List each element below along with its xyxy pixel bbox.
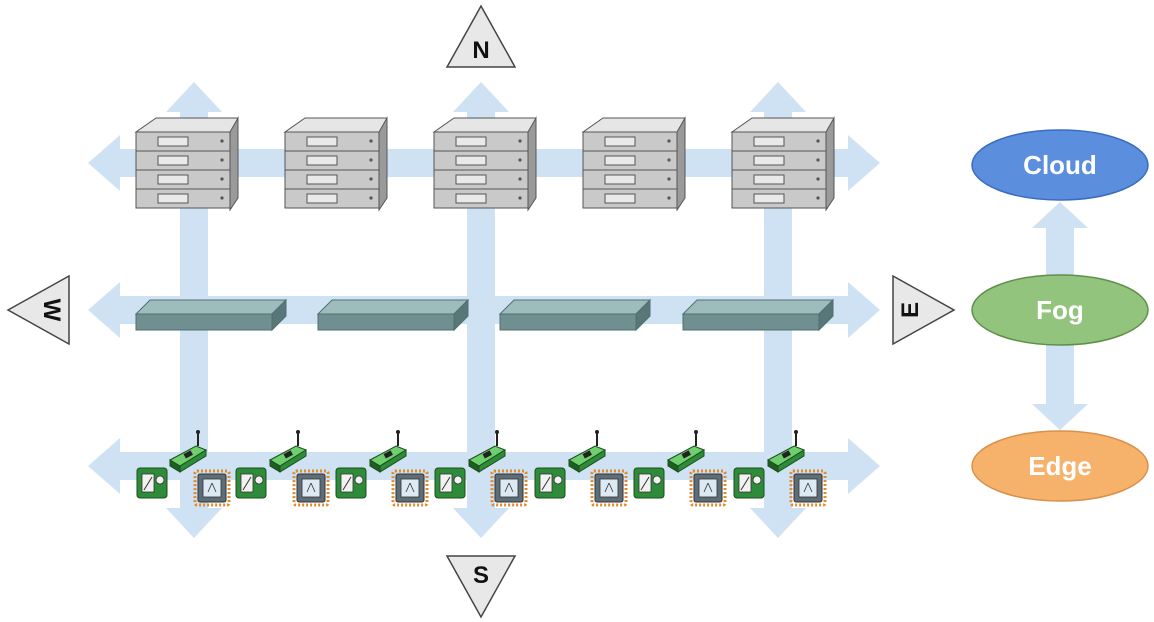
microcontroller-chip-icon — [391, 469, 429, 507]
compass-north: N — [445, 4, 517, 68]
microcontroller-board-icon — [633, 467, 665, 499]
compass-east-label: E — [897, 302, 924, 318]
cloud-layer-label: Cloud — [1023, 150, 1097, 180]
compass-south: S — [445, 555, 517, 619]
server-rack-icon — [731, 117, 835, 211]
microcontroller-board-icon — [733, 467, 765, 499]
microcontroller-chip-icon — [193, 469, 231, 507]
microcontroller-chip-icon — [292, 469, 330, 507]
microcontroller-board-icon — [534, 467, 566, 499]
cloud-layer-ellipse — [971, 129, 1149, 201]
microcontroller-chip-icon — [590, 469, 628, 507]
edge-layer-label: Edge — [1028, 451, 1092, 481]
microcontroller-board-icon — [335, 467, 367, 499]
server-rack-icon — [433, 117, 537, 211]
compass-east: E — [892, 274, 956, 346]
compass-north-label: N — [472, 37, 489, 64]
fog-layer-ellipse — [971, 274, 1149, 346]
server-rack-icon — [135, 117, 239, 211]
microcontroller-chip-icon — [789, 469, 827, 507]
network-switch-icon — [317, 299, 469, 331]
network-switch-icon — [499, 299, 651, 331]
microcontroller-chip-icon — [689, 469, 727, 507]
fog-layer-label: Fog — [1036, 295, 1084, 325]
layer-legend: Cloud Fog Edge — [971, 129, 1149, 502]
compass-west: W — [6, 274, 70, 346]
microcontroller-chip-icon — [490, 469, 528, 507]
compass-south-label: S — [473, 562, 489, 589]
compass-west-label: W — [38, 299, 65, 322]
microcontroller-board-icon — [136, 467, 168, 499]
microcontroller-board-icon — [235, 467, 267, 499]
server-rack-icon — [582, 117, 686, 211]
server-rack-icon — [284, 117, 388, 211]
network-switch-icon — [135, 299, 287, 331]
network-switch-icon — [682, 299, 834, 331]
edge-layer-ellipse — [971, 430, 1149, 502]
microcontroller-board-icon — [434, 467, 466, 499]
